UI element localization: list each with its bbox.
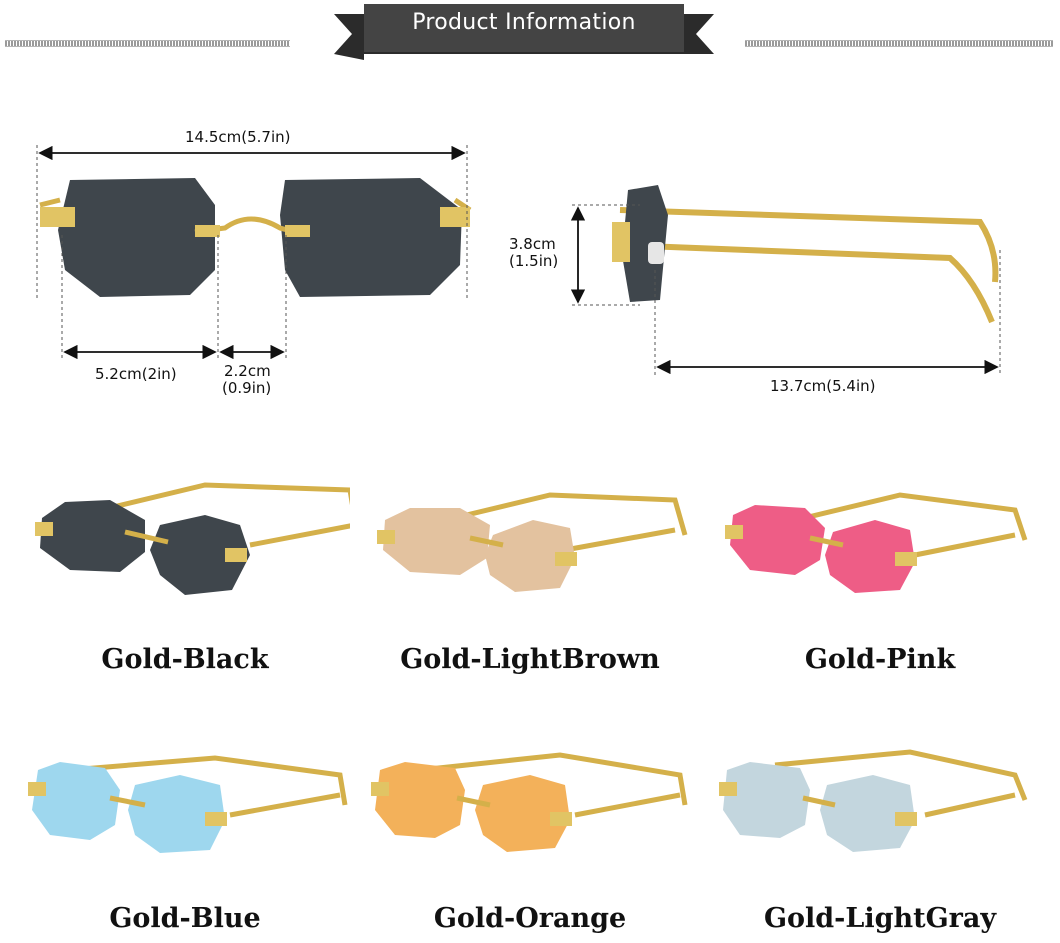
variant-gold-lightbrown[interactable]: Gold-LightBrown [365,480,695,675]
header-divider-left [5,40,290,47]
variant-gold-black[interactable]: Gold-Black [20,470,350,675]
total-width-label: 14.5cm(5.7in) [185,128,291,146]
glasses-image [371,752,688,852]
lens-width-label: 5.2cm(2in) [95,365,177,383]
variant-gold-orange[interactable]: Gold-Orange [365,740,695,934]
header-banner: Product Information [334,2,714,60]
bridge-width-cm-label: 2.2cm [224,362,271,380]
dimension-diagram [36,145,1001,375]
variant-label: Gold-Black [101,644,269,675]
variant-gold-pink[interactable]: Gold-Pink [715,480,1045,675]
banner-ribbon-shape [334,4,714,60]
variant-label: Gold-Blue [109,903,261,934]
glasses-image [719,749,1028,852]
front-view-glasses [39,178,472,297]
bridge-width-in-label: (0.9in) [222,379,272,397]
side-view-glasses [612,185,999,324]
variant-gold-blue[interactable]: Gold-Blue [20,740,350,934]
variant-label: Gold-Orange [433,903,627,934]
header-divider-right [745,40,1053,47]
glasses-image [725,492,1028,593]
variant-gold-lightgray[interactable]: Gold-LightGray [715,740,1045,934]
glasses-image [35,482,350,595]
glasses-image [28,755,348,853]
lens-height-in-label: (1.5in) [509,252,559,270]
variant-label: Gold-Pink [804,644,956,675]
lens-height-cm-label: 3.8cm [509,235,556,253]
variant-label: Gold-LightGray [763,903,997,934]
variant-label: Gold-LightBrown [400,644,660,675]
page-title: Product Information [412,10,636,35]
glasses-image [377,492,688,592]
temple-length-label: 13.7cm(5.4in) [770,377,876,395]
